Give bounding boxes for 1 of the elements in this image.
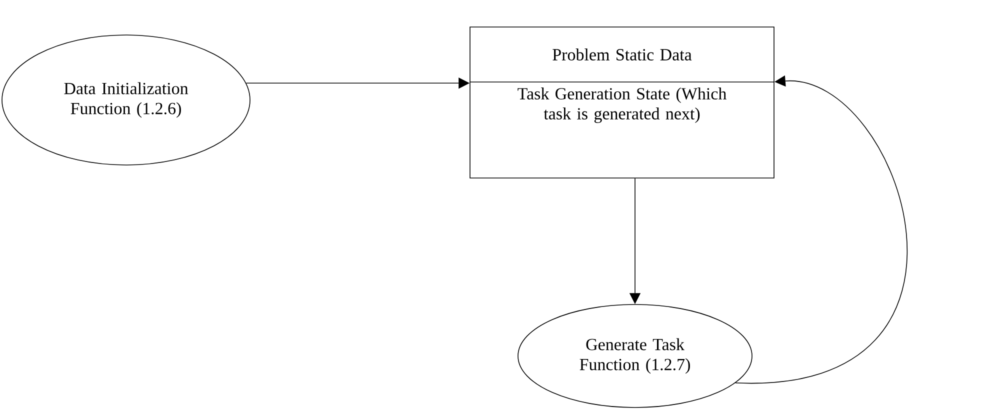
data-store-box: Problem Static Data Task Generation State (Which task is generated next) <box>470 26 774 178</box>
